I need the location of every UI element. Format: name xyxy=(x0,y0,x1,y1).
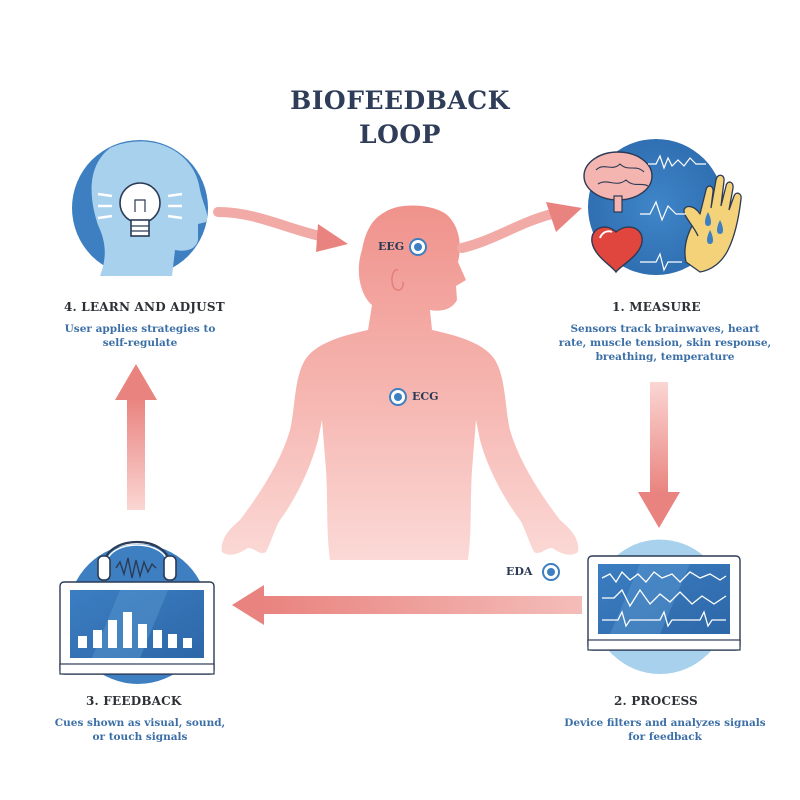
step-1-description: Sensors track brainwaves, heart rate, mu… xyxy=(545,322,785,364)
learn-adjust-icon xyxy=(72,140,208,276)
step-4-title: 4. LEARN AND ADJUST xyxy=(64,300,225,314)
step-4-desc-line-1: User applies strategies to xyxy=(64,323,216,335)
step-4-desc-line-2: self-regulate xyxy=(102,337,178,349)
step-1-title: 1. MEASURE xyxy=(612,300,701,314)
step-1-desc-line-3: breathing, temperature xyxy=(595,351,735,363)
arrow-measure-to-process xyxy=(638,382,680,528)
feedback-monitor xyxy=(59,581,215,675)
arrow-feedback-to-learn xyxy=(115,364,157,510)
title-line-1: BIOFEEDBACK xyxy=(290,86,510,115)
arrow-body-to-measure xyxy=(457,202,582,253)
step-3-desc-line-1: Cues shown as visual, sound, xyxy=(54,717,226,729)
step-3-description: Cues shown as visual, sound, or touch si… xyxy=(40,716,240,744)
arrow-process-to-feedback xyxy=(232,585,582,625)
ecg-sensor-dot xyxy=(389,388,407,406)
ecg-label: ECG xyxy=(412,390,439,403)
process-monitor xyxy=(587,555,741,651)
measure-icon xyxy=(583,139,742,275)
step-1-desc-line-1: Sensors track brainwaves, heart xyxy=(570,323,760,335)
step-2-title: 2. PROCESS xyxy=(614,694,698,708)
eda-label: EDA xyxy=(506,565,533,578)
step-4-description: User applies strategies to self-regulate xyxy=(40,322,240,350)
step-3-desc-line-2: or touch signals xyxy=(92,731,188,743)
hand-icon xyxy=(683,174,742,273)
title-line-2: LOOP xyxy=(359,120,441,149)
step-2-description: Device filters and analyzes signals for … xyxy=(550,716,780,744)
step-3-title: 3. FEEDBACK xyxy=(86,694,182,708)
eeg-label: EEG xyxy=(378,240,405,253)
step-2-desc-line-2: for feedback xyxy=(628,731,702,743)
headphones-icon xyxy=(97,540,177,581)
arrow-learn-to-body xyxy=(213,207,348,252)
human-figure xyxy=(221,205,579,561)
brain-icon xyxy=(583,151,653,213)
diagram-title: BIOFEEDBACK LOOP xyxy=(0,84,800,152)
eda-sensor-dot xyxy=(542,563,560,581)
eeg-sensor-dot xyxy=(409,238,427,256)
heart-icon xyxy=(591,226,643,274)
step-2-desc-line-1: Device filters and analyzes signals xyxy=(564,717,766,729)
step-1-desc-line-2: rate, muscle tension, skin response, xyxy=(558,337,772,349)
process-icon xyxy=(587,536,741,678)
feedback-icon xyxy=(59,540,215,684)
